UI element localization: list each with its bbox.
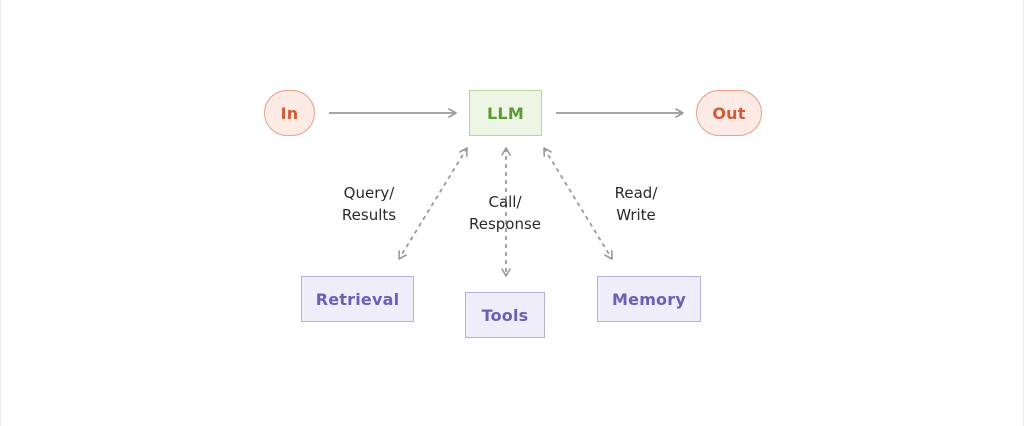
output-node-label: Out: [712, 103, 746, 123]
memory-edge-label: Read/ Write: [614, 184, 658, 224]
output-node: Out: [696, 90, 762, 136]
memory-node-label: Memory: [612, 289, 686, 309]
input-node: In: [264, 90, 315, 136]
llm-node-label: LLM: [487, 103, 524, 123]
retrieval-edge-label: Query/ Results: [341, 184, 397, 224]
arrow-llm-retrieval: [398, 147, 468, 260]
llm-node: LLM: [469, 90, 542, 136]
tools-edge-label: Call/ Response: [468, 193, 542, 233]
tools-node: Tools: [465, 292, 545, 338]
tools-node-label: Tools: [481, 305, 529, 325]
memory-node: Memory: [597, 276, 701, 322]
input-node-label: In: [280, 103, 299, 123]
retrieval-node: Retrieval: [301, 276, 414, 322]
retrieval-node-label: Retrieval: [315, 289, 400, 309]
arrow-llm-memory: [543, 147, 613, 260]
